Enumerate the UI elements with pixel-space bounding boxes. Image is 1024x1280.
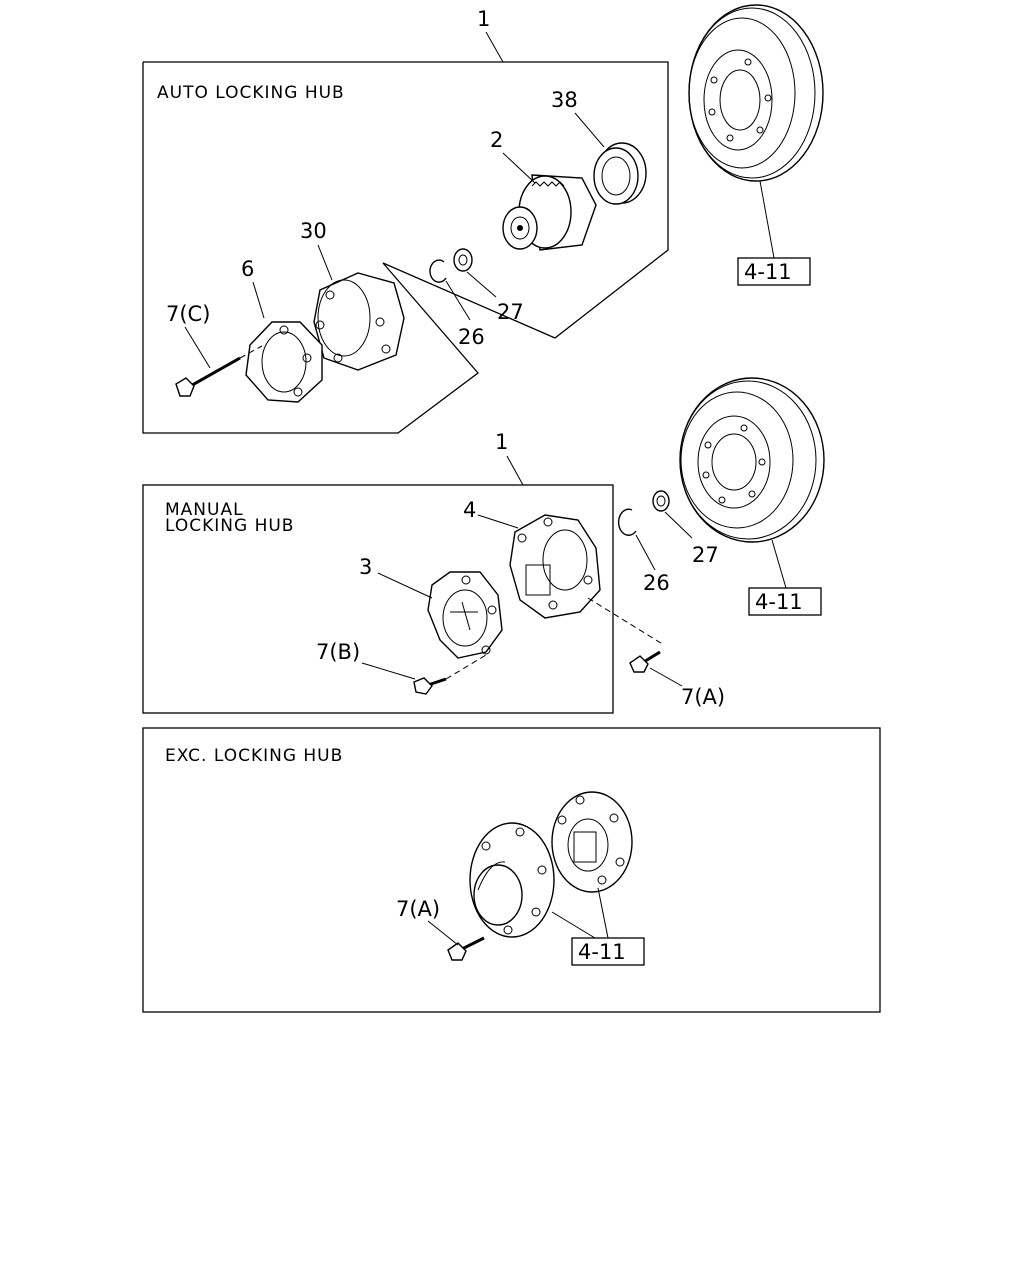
leader-auto-6 [252, 281, 265, 319]
exc-part-7a-bolt [447, 936, 485, 961]
manual-part-26-snap-ring [617, 508, 637, 536]
auto-part-6-cover [245, 321, 323, 403]
callout-auto-27: 27 [497, 300, 524, 324]
callout-manual-3: 3 [359, 555, 372, 579]
callout-manual-7b: 7(B) [316, 640, 360, 664]
leader-auto-38 [574, 112, 605, 148]
leader-exc-ref-a [551, 911, 596, 939]
exc-hub-cap [469, 822, 555, 938]
callout-manual-27: 27 [692, 543, 719, 567]
leader-auto-7c [184, 326, 211, 369]
callout-manual-26: 26 [643, 571, 670, 595]
leader-auto-ref [759, 180, 775, 259]
auto-section-frame [142, 61, 669, 434]
leader-manual-26 [635, 534, 656, 571]
callout-manual-4: 4 [463, 498, 476, 522]
leader-manual-ref [771, 539, 787, 589]
auto-part-30-hub-body [313, 272, 405, 371]
manual-section-frame [142, 484, 614, 714]
leader-auto-26 [445, 280, 471, 321]
leader-manual-7b [361, 662, 416, 680]
callout-manual-1: 1 [495, 430, 508, 454]
callout-exc-7a: 7(A) [396, 897, 440, 921]
leader-manual-3 [377, 572, 433, 599]
callout-auto-2: 2 [490, 128, 503, 152]
manual-part-7a-bolt [587, 597, 665, 673]
auto-section-title: AUTO LOCKING HUB [157, 83, 345, 103]
manual-part-27-washer [652, 490, 670, 512]
leader-manual-27 [664, 511, 693, 539]
callout-auto-26: 26 [458, 325, 485, 349]
auto-part-27-washer [453, 248, 473, 272]
callout-auto-7c: 7(C) [166, 302, 210, 326]
manual-section-title-line1: MANUAL [165, 500, 244, 520]
callout-auto-6: 6 [241, 257, 254, 281]
auto-part-7c-bolt [175, 345, 263, 397]
ref-auto-4-11: 4-11 [744, 260, 792, 284]
callout-manual-7a: 7(A) [681, 685, 725, 709]
manual-locking-hub-section: MANUAL LOCKING HUB 1 4 3 [142, 430, 614, 714]
leader-exc-7a [427, 920, 459, 946]
leader-manual-7a [649, 667, 683, 687]
exc-flange [551, 791, 633, 893]
exc-section-title: EXC. LOCKING HUB [165, 746, 343, 766]
leader-manual-1 [506, 455, 524, 486]
leader-exc-ref-b [597, 887, 609, 939]
manual-section-title-line2: LOCKING HUB [165, 516, 294, 536]
leader-auto-30 [317, 244, 333, 281]
brake-rotor-upper [688, 4, 824, 182]
auto-part-2-clutch [502, 174, 597, 251]
manual-part-4-hub-body [509, 514, 601, 619]
auto-part-26-snap-ring [429, 259, 447, 283]
exc-locking-hub-section: EXC. LOCKING HUB 7(A) [142, 727, 881, 1013]
leader-auto-27 [466, 271, 497, 298]
leader-auto-1 [485, 31, 504, 63]
ref-manual-4-11: 4-11 [755, 590, 803, 614]
manual-part-7b-bolt [413, 654, 487, 695]
leader-auto-2 [502, 152, 536, 184]
ref-exc-4-11: 4-11 [578, 940, 626, 964]
exc-section-frame [142, 727, 881, 1013]
ref-box-auto [737, 257, 811, 286]
ref-box-exc [571, 937, 645, 966]
callout-auto-30: 30 [300, 219, 327, 243]
ref-box-manual [748, 587, 822, 616]
callout-auto-38: 38 [551, 88, 578, 112]
leader-manual-4 [477, 514, 519, 529]
auto-locking-hub-section: AUTO LOCKING HUB 1 38 2 [142, 7, 669, 434]
auto-part-38-ring [593, 142, 647, 205]
callout-auto-1: 1 [477, 7, 490, 31]
manual-part-3-knob-cover [427, 571, 503, 659]
brake-rotor-middle [679, 377, 825, 543]
